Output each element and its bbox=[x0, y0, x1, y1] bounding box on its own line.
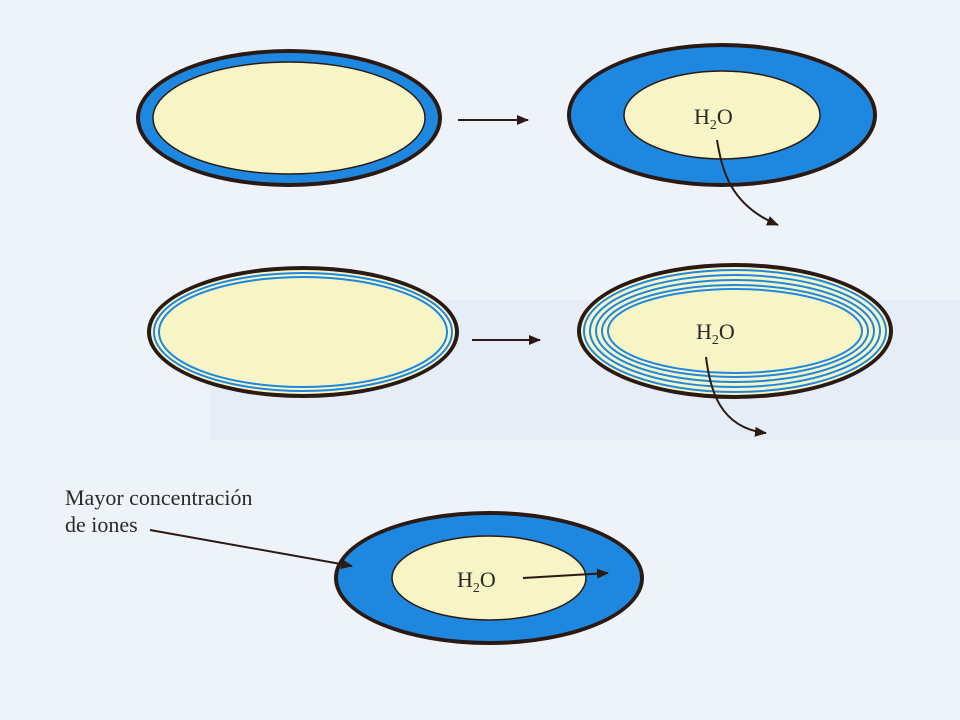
row3-water-inflow-arrow bbox=[522, 568, 609, 579]
row1-water-outflow-arrow bbox=[716, 139, 779, 226]
row2-right-cell bbox=[577, 263, 893, 399]
row1-h2o-label: H2O bbox=[694, 104, 733, 133]
annotation-line2: de iones bbox=[65, 512, 138, 537]
row2-water-outflow-arrow bbox=[705, 356, 767, 437]
annotation-line1: Mayor concentración bbox=[65, 485, 253, 510]
row3-h2o-label: H2O bbox=[457, 567, 496, 596]
row1-left-cell bbox=[136, 49, 442, 187]
annotation-pointer-arrow bbox=[149, 529, 353, 569]
row3-cell bbox=[334, 511, 644, 645]
row2-left-cell bbox=[147, 266, 459, 398]
row2-h2o-label: H2O bbox=[696, 319, 735, 348]
row1-right-cell bbox=[567, 43, 877, 187]
